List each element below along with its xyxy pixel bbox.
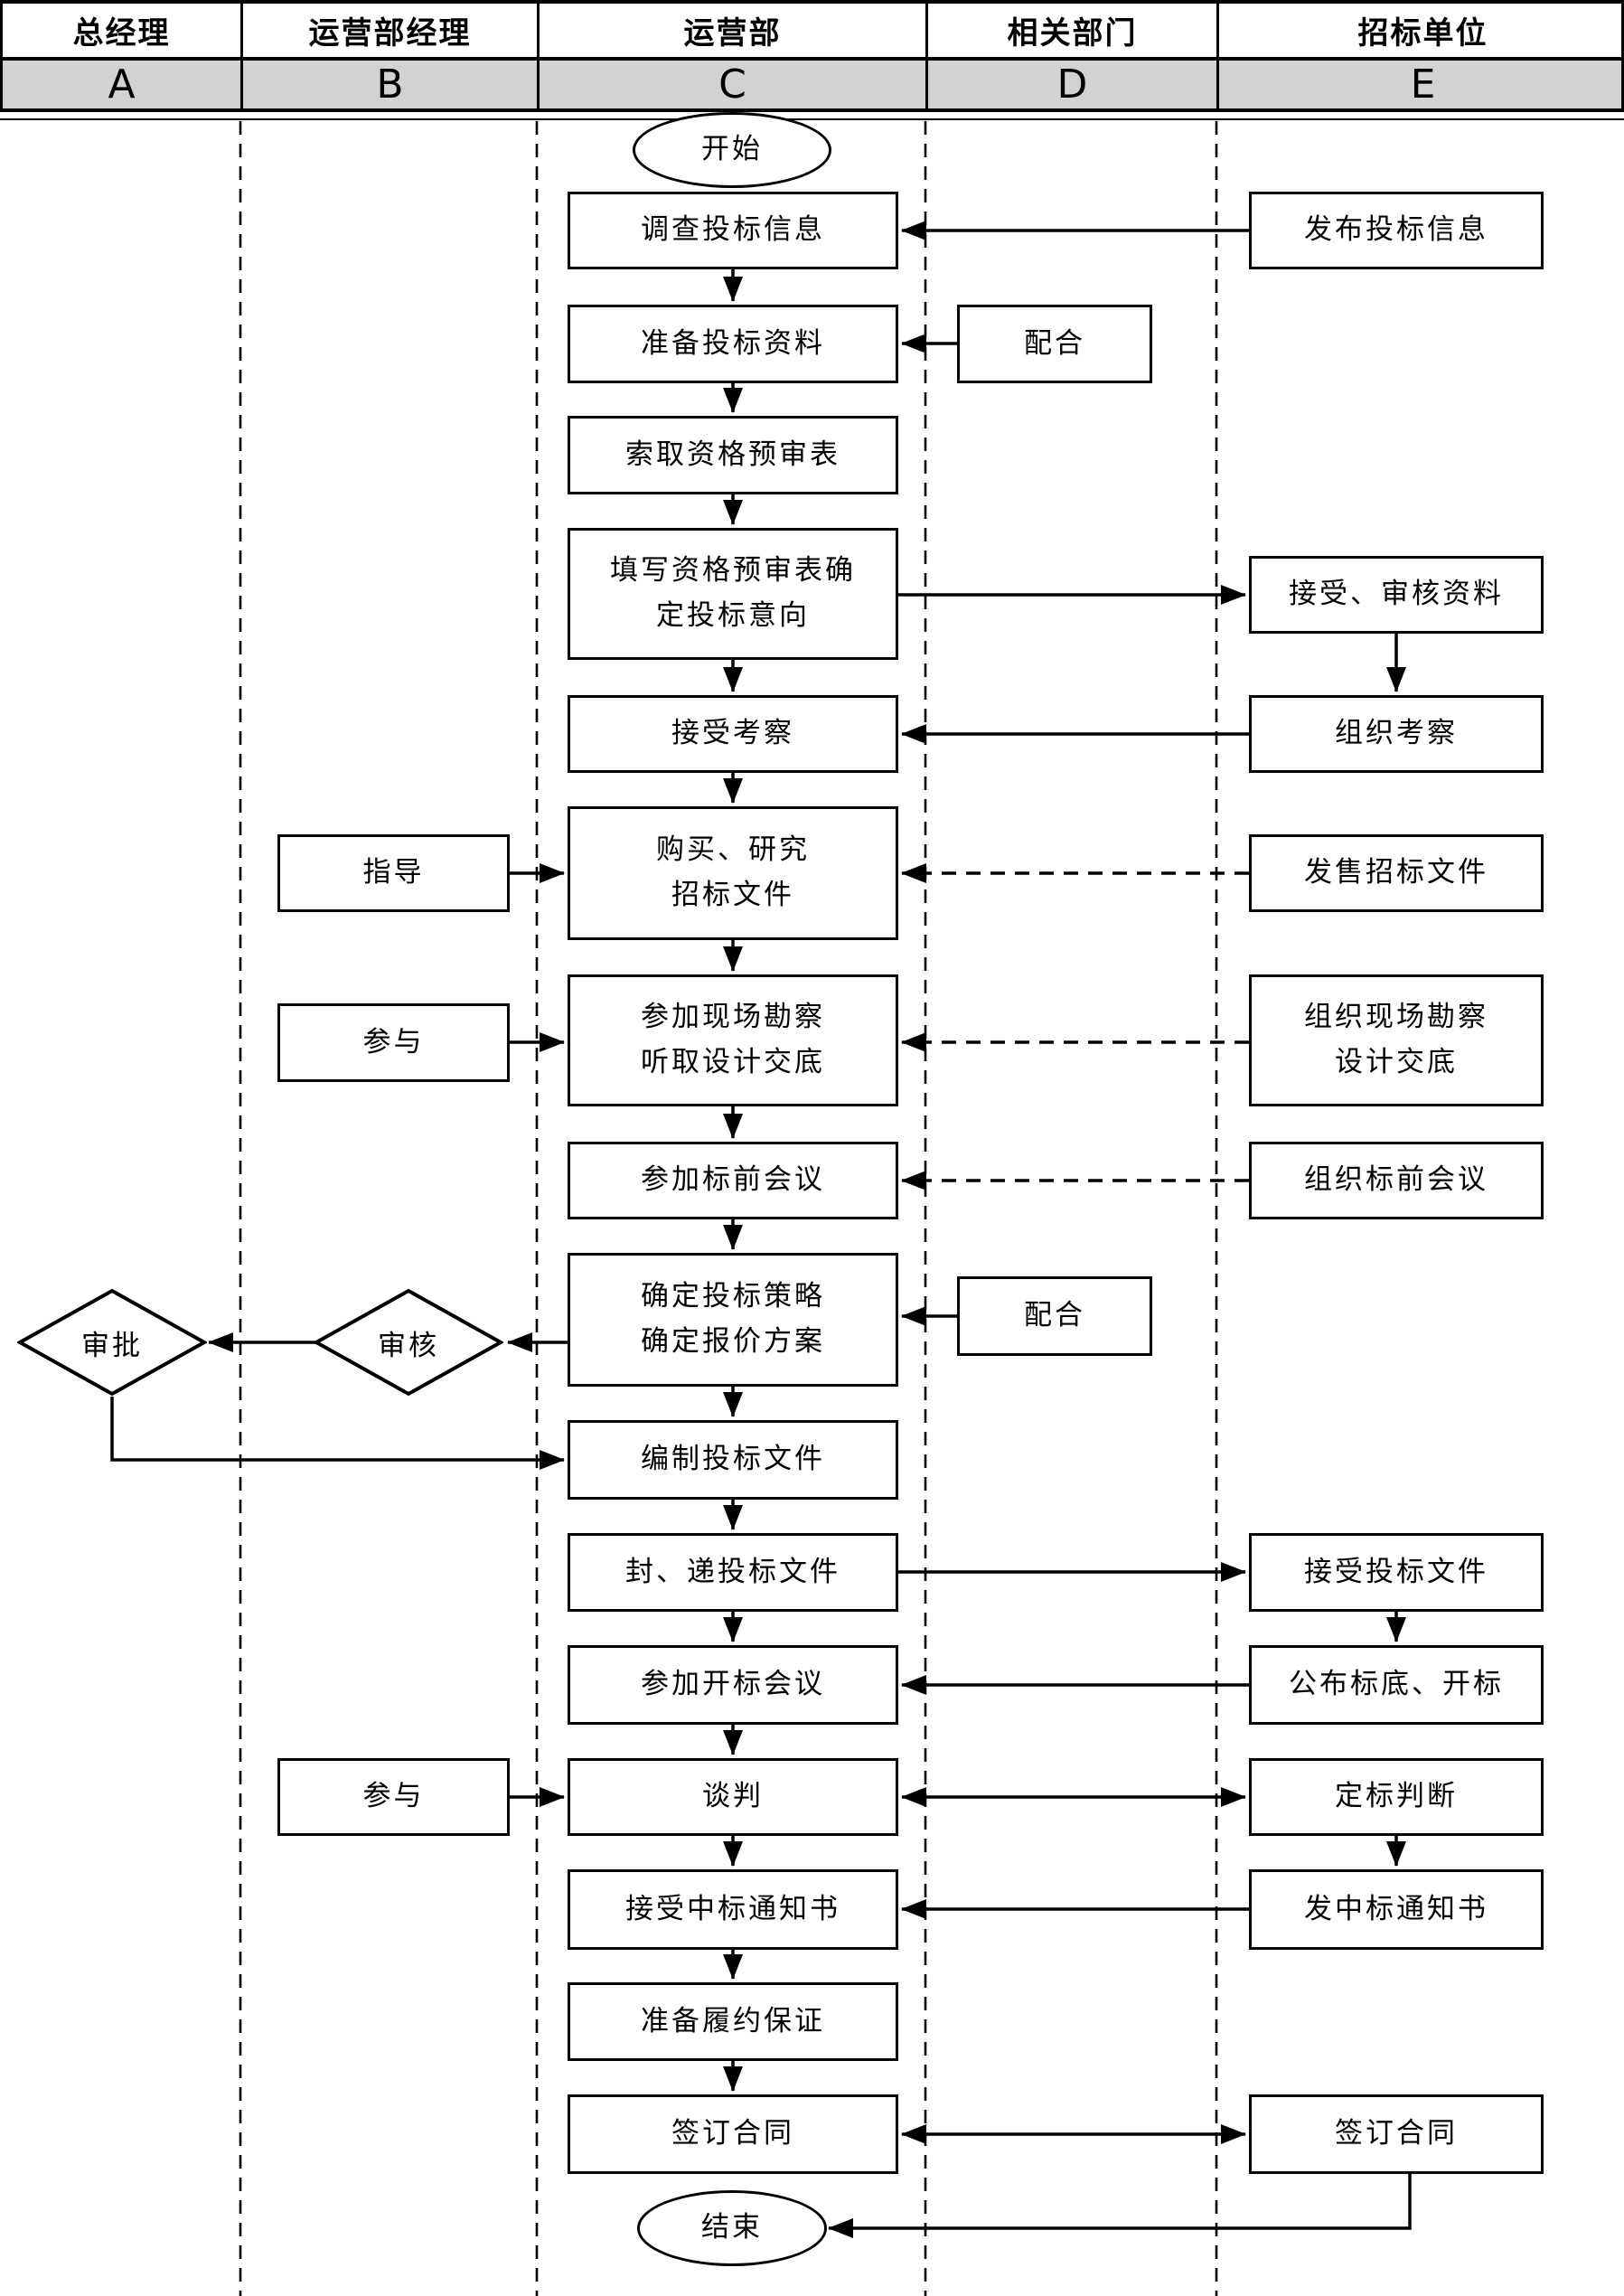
arrow-a1-c10 — [110, 1397, 565, 1470]
process-announce-base-price-open-bid: 公布标底、开标 — [1249, 1645, 1544, 1725]
process-attend-prebid-meeting: 参加标前会议 — [568, 1142, 898, 1219]
lane-letter-a: A — [3, 61, 243, 108]
lane-letter-d: D — [928, 61, 1219, 108]
process-negotiation: 谈判 — [568, 1758, 898, 1836]
lane-title-row: 总经理 运营部经理 运营部 相关部门 招标单位 — [0, 0, 1624, 61]
process-accept-review-materials: 接受、审核资料 — [1249, 556, 1544, 634]
process-investigate-bid-info: 调查投标信息 — [568, 192, 898, 269]
lane-title-tendering-unit: 招标单位 — [1357, 15, 1488, 52]
header-underline — [0, 118, 1624, 120]
diamond-shape-approve — [17, 1288, 207, 1397]
lane-title-operations-manager: 运营部经理 — [243, 4, 540, 57]
process-organize-site-survey: 组织现场勘察 设计交底 — [1249, 974, 1544, 1106]
decision-approve: 审批 — [17, 1288, 207, 1397]
process-organize-inspection: 组织考察 — [1249, 695, 1544, 773]
process-receive-bid-documents: 接受投标文件 — [1249, 1533, 1544, 1612]
process-obtain-prequalification-form: 索取资格预审表 — [568, 416, 898, 494]
lane-letter-b: B — [243, 61, 540, 108]
lane-letter-e: E — [1410, 61, 1436, 108]
lane-title-general-manager: 总经理 — [3, 4, 243, 57]
end-terminal: 结束 — [637, 2190, 827, 2266]
process-compile-bid-documents: 编制投标文件 — [568, 1420, 898, 1500]
decision-review-label: 审核 — [378, 1329, 439, 1362]
start-terminal: 开始 — [633, 112, 831, 188]
process-prepare-performance-bond: 准备履约保证 — [568, 1982, 898, 2061]
process-sign-contract-tendering-unit: 签订合同 — [1249, 2094, 1544, 2174]
diamond-shape-review — [314, 1288, 503, 1397]
process-sign-contract-operations: 签订合同 — [568, 2094, 898, 2174]
process-award-decision: 定标判断 — [1249, 1758, 1544, 1836]
process-publish-bid-info: 发布投标信息 — [1249, 192, 1544, 269]
decision-review: 审核 — [314, 1288, 503, 1397]
process-issue-award-notice: 发中标通知书 — [1249, 1869, 1544, 1950]
process-cooperate-2: 配合 — [957, 1276, 1152, 1356]
process-seal-deliver-bid-docs: 封、递投标文件 — [568, 1533, 898, 1612]
process-buy-study-tender-docs: 购买、研究 招标文件 — [568, 806, 898, 940]
process-participate-2: 参与 — [277, 1758, 510, 1836]
process-determine-bid-strategy: 确定投标策略 确定报价方案 — [568, 1253, 898, 1387]
process-participate-1: 参与 — [277, 1003, 510, 1082]
process-attend-site-survey: 参加现场勘察 听取设计交底 — [568, 974, 898, 1106]
decision-approve-label: 审批 — [81, 1329, 143, 1362]
process-guide: 指导 — [277, 834, 510, 912]
process-cooperate-1: 配合 — [957, 305, 1152, 383]
arrow-e11-end — [828, 2174, 1412, 2238]
lane-title-operations-dept: 运营部 — [540, 4, 928, 57]
process-attend-bid-opening: 参加开标会议 — [568, 1645, 898, 1725]
process-fill-prequalification-form: 填写资格预审表确 定投标意向 — [568, 528, 898, 660]
lane-letter-row: A B C D E — [0, 61, 1624, 112]
process-receive-award-notice: 接受中标通知书 — [568, 1869, 898, 1950]
process-prepare-bid-materials: 准备投标资料 — [568, 305, 898, 383]
lane-title-related-depts: 相关部门 — [928, 4, 1219, 57]
lane-letter-c: C — [540, 61, 928, 108]
process-sell-tender-documents: 发售招标文件 — [1249, 834, 1544, 912]
process-organize-prebid-meeting: 组织标前会议 — [1249, 1142, 1544, 1219]
process-accept-inspection: 接受考察 — [568, 695, 898, 773]
